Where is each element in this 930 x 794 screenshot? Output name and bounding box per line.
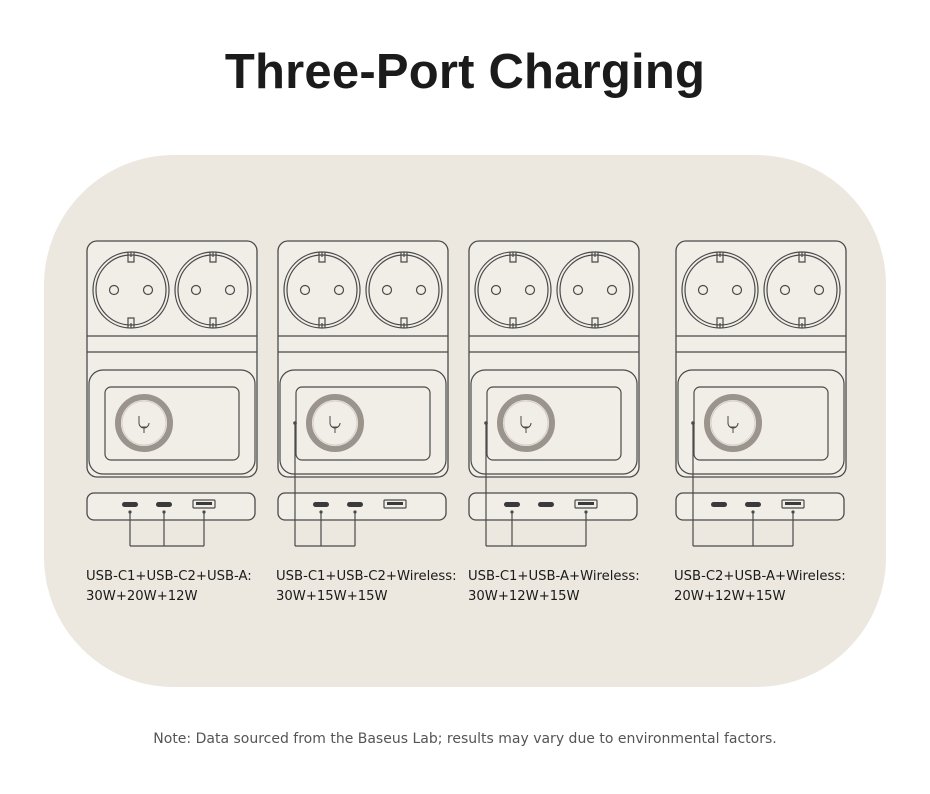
usb-a-port-icon [192,499,216,509]
config-4: USB-C2+USB-A+Wireless: 20W+12W+15W [673,0,853,794]
wireless-pad [470,369,638,475]
device-housing [675,240,847,478]
eu-socket-icon [365,251,443,329]
wireless-charger-icon [704,394,762,452]
footnote: Note: Data sourced from the Baseus Lab; … [153,731,777,747]
config-power: 30W+12W+15W [468,589,580,604]
device-housing [468,240,640,478]
eu-socket-icon [283,251,361,329]
wireless-pad [677,369,845,475]
usb-a-port-tongue [785,502,801,505]
usb-c-port-icon [122,502,138,507]
config-2: USB-C1+USB-C2+Wireless: 30W+15W+15W [275,0,457,794]
config-power: 30W+15W+15W [276,589,388,604]
eu-socket-icon [92,251,170,329]
eu-socket-icon [681,251,759,329]
eu-socket-icon [174,251,252,329]
wireless-pad-inner [104,386,240,461]
usb-a-port-tongue [387,502,403,505]
usb-c-port-icon [538,502,554,507]
wireless-pad [279,369,447,475]
config-combo: USB-C1+USB-A+Wireless: [468,569,640,584]
eu-socket-icon [763,251,841,329]
config-power: 20W+12W+15W [674,589,786,604]
usb-c-port-icon [504,502,520,507]
power-strip-diagram [675,240,847,547]
usb-c-port-icon [313,502,329,507]
wireless-pad [88,369,256,475]
config-power: 30W+20W+12W [86,589,198,604]
eu-socket-icon [474,251,552,329]
power-strip-diagram [86,240,258,547]
usb-c-port-icon [156,502,172,507]
config-1: USB-C1+USB-C2+USB-A: 30W+20W+12W [84,0,264,794]
usb-c-port-icon [745,502,761,507]
wireless-charger-icon [497,394,555,452]
usb-a-port-tongue [578,502,594,505]
power-strip-diagram [468,240,640,547]
usb-a-port-icon [781,499,805,509]
device-housing [86,240,258,478]
config-3: USB-C1+USB-A+Wireless: 30W+12W+15W [466,0,646,794]
usb-c-port-icon [347,502,363,507]
page-title: Three-Port Charging [224,45,706,99]
config-combo: USB-C2+USB-A+Wireless: [674,569,846,584]
eu-socket-icon [556,251,634,329]
config-combo: USB-C1+USB-C2+USB-A: [86,569,252,584]
config-combo: USB-C1+USB-C2+Wireless: [276,569,457,584]
device-housing [277,240,449,478]
wireless-charger-icon [306,394,364,452]
wireless-charger-icon [115,394,173,452]
usb-a-port-icon [383,499,407,509]
power-strip-diagram [277,240,449,547]
usb-a-port-icon [574,499,598,509]
usb-a-port-tongue [196,502,212,505]
usb-c-port-icon [711,502,727,507]
